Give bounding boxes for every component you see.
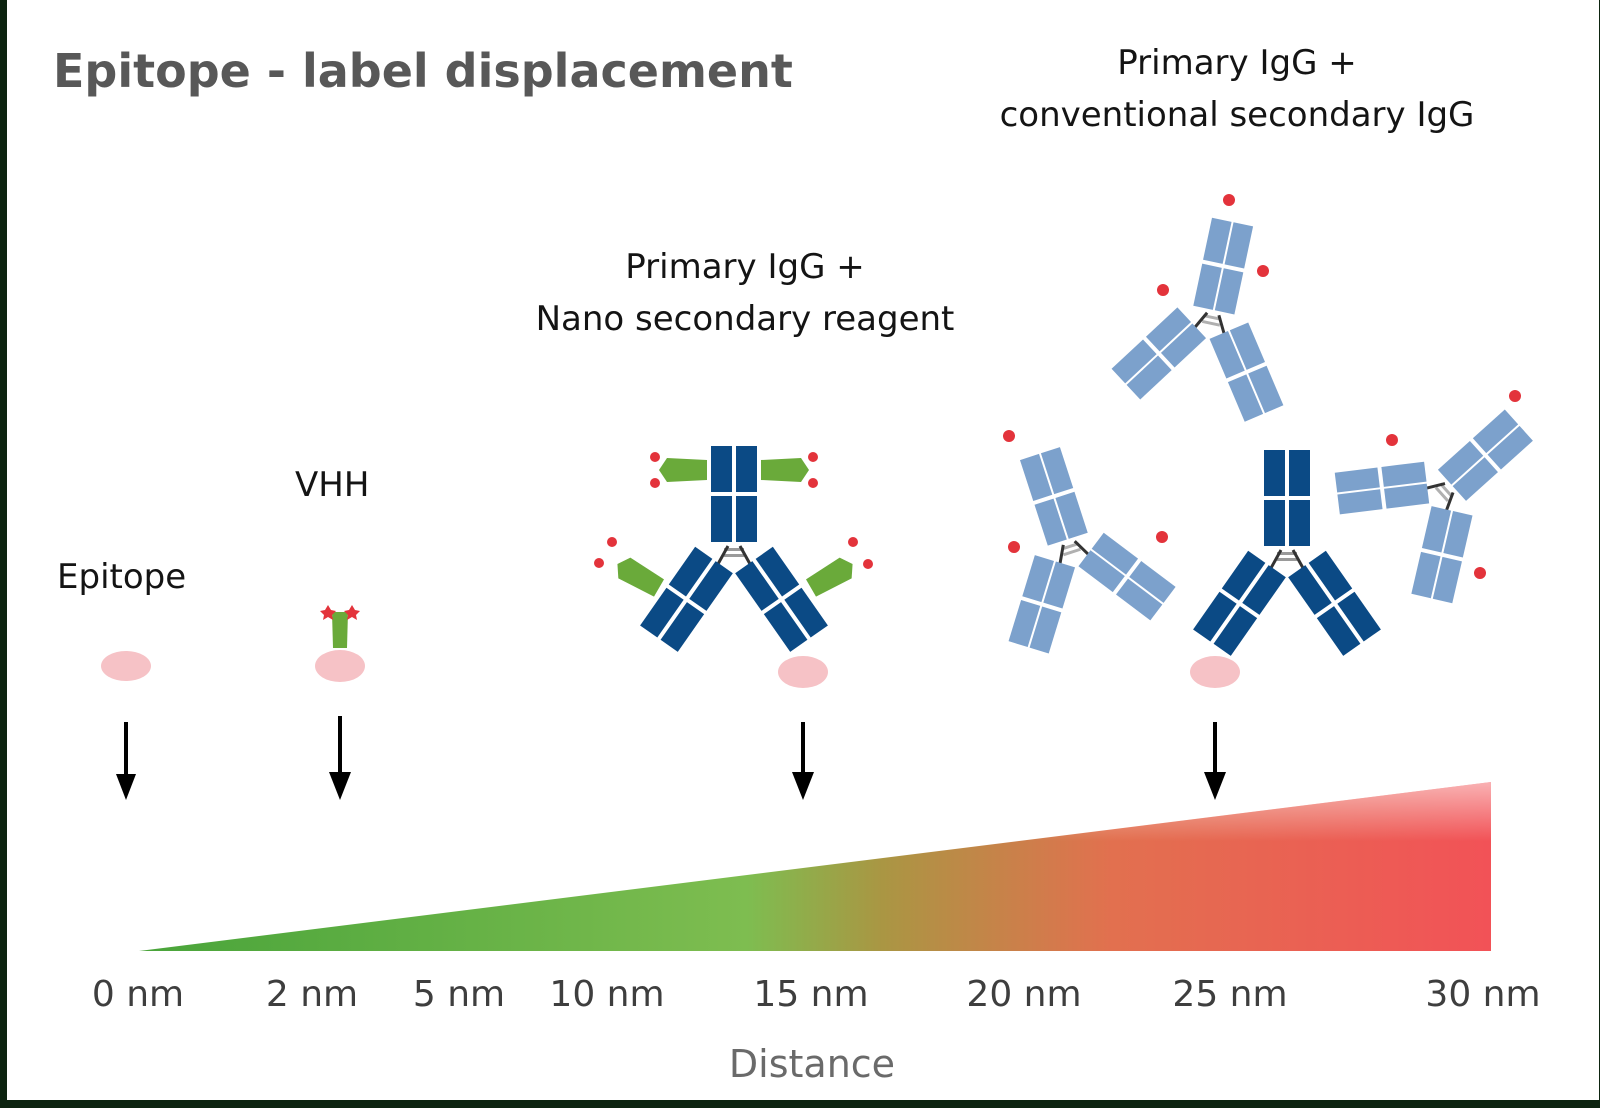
label-conv-line1: Primary IgG + <box>1117 43 1356 83</box>
tick-label: 10 nm <box>549 974 664 1015</box>
label-epitope: Epitope <box>57 557 186 597</box>
primary-igg-conventional-secondary-icon <box>956 194 1577 688</box>
epitope-icon <box>101 651 151 681</box>
distance-axis: 0 nm 2 nm 5 nm 10 nm 15 nm 20 nm 25 nm 3… <box>92 974 1541 1015</box>
label-nano-line1: Primary IgG + <box>625 247 864 287</box>
tick-label: 25 nm <box>1172 974 1287 1015</box>
distance-gradient-wedge <box>139 782 1491 951</box>
label-nano-line2: Nano secondary reagent <box>536 299 955 339</box>
arrows <box>116 716 1226 800</box>
tick-label: 5 nm <box>413 974 505 1015</box>
axis-title: Distance <box>729 1042 895 1086</box>
tick-label: 30 nm <box>1425 974 1540 1015</box>
tick-label: 2 nm <box>266 974 358 1015</box>
diagram-panel: Epitope - label displacement Epitope VHH… <box>7 0 1599 1100</box>
tick-label: 0 nm <box>92 974 184 1015</box>
vhh-icon <box>315 605 365 682</box>
label-vhh: VHH <box>295 465 369 505</box>
tick-label: 15 nm <box>753 974 868 1015</box>
diagram-title: Epitope - label displacement <box>53 44 793 98</box>
tick-label: 20 nm <box>966 974 1081 1015</box>
primary-igg-nano-secondary-icon <box>594 446 873 688</box>
label-conv-line2: conventional secondary IgG <box>1000 95 1475 135</box>
displacement-diagram: Epitope - label displacement Epitope VHH… <box>53 43 1599 1086</box>
